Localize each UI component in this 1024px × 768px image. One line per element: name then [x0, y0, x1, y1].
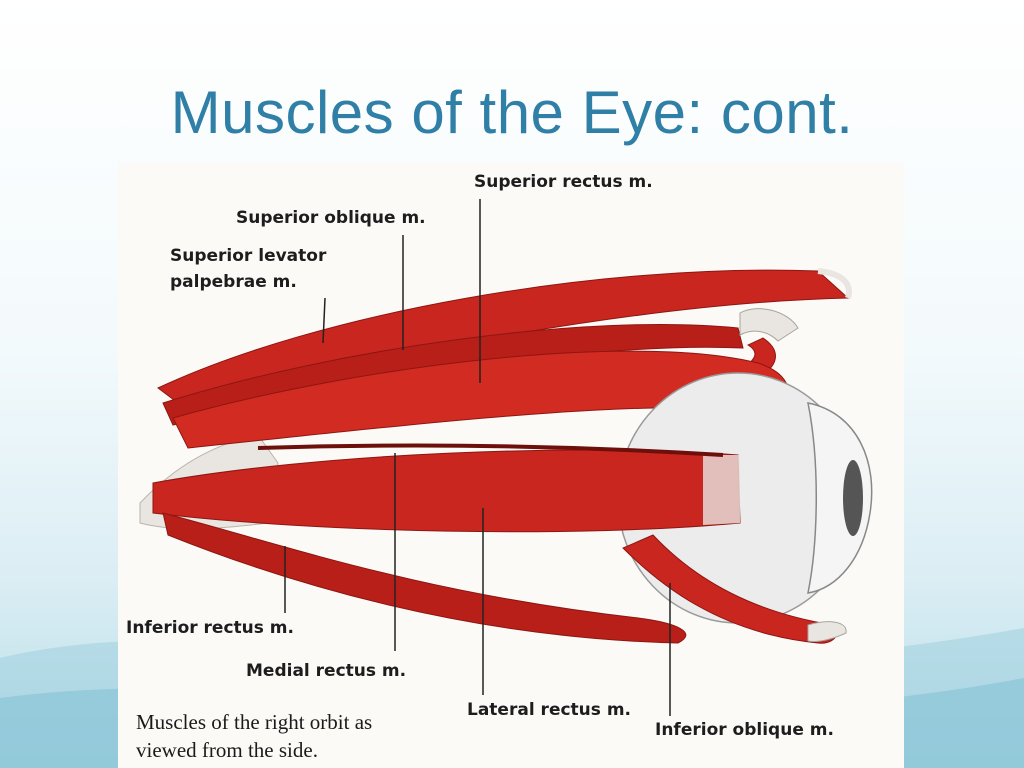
pupil: [843, 460, 863, 536]
caption-line-2: viewed from the side.: [136, 738, 318, 762]
label-levator-line1: Superior levator: [170, 246, 327, 266]
label-lateral-rectus: Lateral rectus m.: [467, 700, 631, 720]
trochlea: [739, 308, 799, 342]
label-superior-rectus: Superior rectus m.: [474, 172, 653, 192]
leader-levator: [322, 297, 326, 344]
label-levator-line2: palpebrae m.: [170, 272, 297, 292]
inferior-rectus-muscle: [162, 512, 687, 644]
slide-title: Muscles of the Eye: cont.: [170, 79, 854, 146]
label-medial-rectus: Medial rectus m.: [246, 661, 407, 681]
label-inferior-rectus: Inferior rectus m.: [126, 618, 294, 638]
caption-line-1: Muscles of the right orbit as: [136, 710, 373, 734]
label-inferior-oblique: Inferior oblique m.: [655, 720, 834, 740]
medial-rectus-edge: [257, 443, 724, 457]
eye-muscles-illustration: [139, 199, 873, 716]
eye-muscles-figure: Superior rectus m. Superior oblique m. S…: [118, 163, 904, 768]
levator-tendon: [817, 268, 852, 299]
cornea: [807, 402, 873, 594]
figure-caption: Muscles of the right orbit as viewed fro…: [136, 708, 466, 764]
label-superior-oblique: Superior oblique m.: [236, 208, 426, 228]
lateral-rectus-tendon: [703, 455, 740, 525]
inferior-oblique-tendon: [807, 621, 847, 642]
